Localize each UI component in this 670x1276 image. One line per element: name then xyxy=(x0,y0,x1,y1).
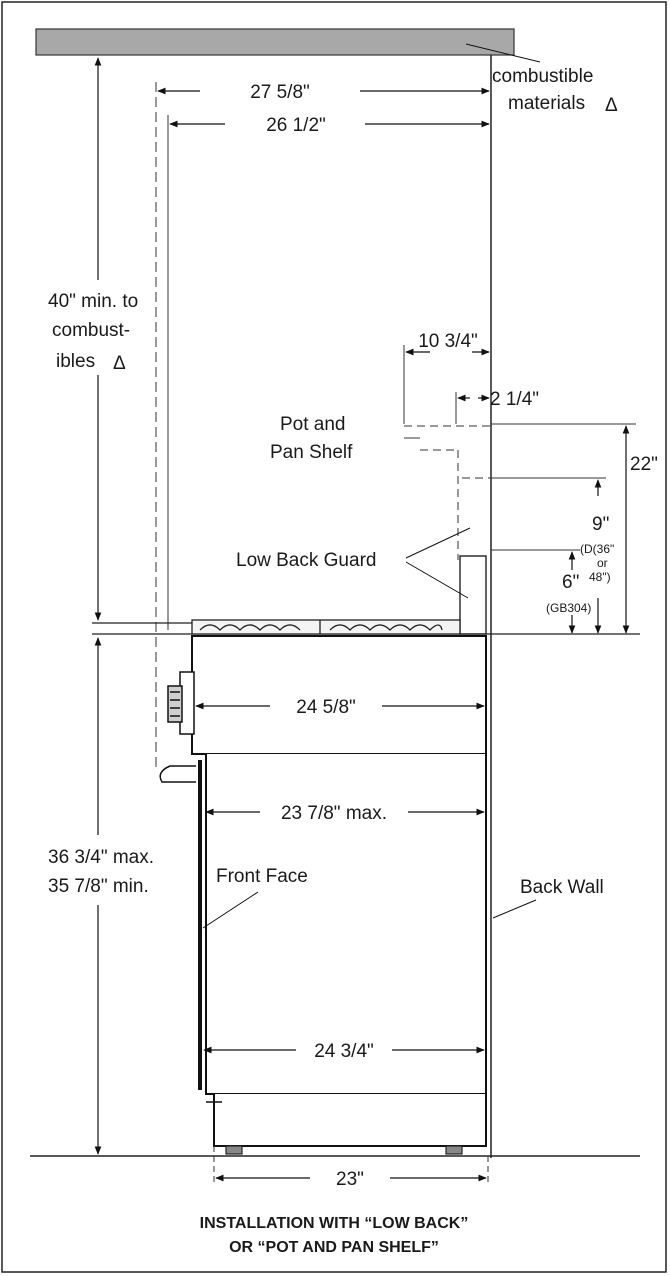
caption-line2: OR “POT AND PAN SHELF” xyxy=(229,1239,439,1256)
pot-pan-label-line1: Pot and xyxy=(280,414,346,435)
dim-10-3-4: 10 3/4" xyxy=(418,331,478,352)
low-back-guard-leader-1 xyxy=(405,527,471,559)
dim-2-1-4: 2 1/4" xyxy=(490,389,539,410)
range-base xyxy=(213,1094,487,1147)
dim-23-7-8: 23 7/8" max. xyxy=(281,803,387,824)
note-d-line3: 48") xyxy=(589,570,611,584)
dim-23: 23" xyxy=(336,1169,364,1190)
delta-symbol-2: Δ xyxy=(113,353,126,374)
min-combustibles-line3: ibles xyxy=(56,351,95,372)
range-feet xyxy=(225,1145,463,1155)
back-wall-leader xyxy=(492,899,537,919)
dim-9: 9" xyxy=(592,514,609,535)
low-back-guard-leader-2 xyxy=(405,561,469,599)
front-face-leader xyxy=(202,891,259,929)
caption-line1: INSTALLATION WITH “LOW BACK” xyxy=(200,1215,469,1232)
combustible-leader xyxy=(465,43,541,63)
min-combustibles-line2: combust- xyxy=(52,320,130,341)
height-min-label: 35 7/8" min. xyxy=(48,876,149,897)
low-back-guard-label: Low Back Guard xyxy=(236,550,376,571)
combustible-label-line2: materials xyxy=(508,93,585,114)
delta-symbol: Δ xyxy=(605,95,618,116)
low-back-guard xyxy=(459,555,487,635)
front-face-label: Front Face xyxy=(216,866,308,887)
note-d-line1: (D(36" xyxy=(580,542,614,556)
combustible-label-line1: combustible xyxy=(492,66,593,87)
control-knob xyxy=(167,671,195,735)
note-d-line2: or xyxy=(597,556,608,570)
pot-pan-label-line2: Pan Shelf xyxy=(270,442,353,463)
door-handle xyxy=(159,765,196,783)
min-combustibles-line1: 40" min. to xyxy=(48,291,138,312)
dim-26-1-2: 26 1/2" xyxy=(266,115,326,136)
height-max-label: 36 3/4" max. xyxy=(48,847,154,868)
dim-24-5-8: 24 5/8" xyxy=(296,697,356,718)
dim-24-3-4: 24 3/4" xyxy=(314,1041,374,1062)
burner-grates xyxy=(191,619,461,635)
back-wall-label: Back Wall xyxy=(520,877,604,898)
dim-6: 6" xyxy=(562,572,579,593)
dim-27-5-8: 27 5/8" xyxy=(250,82,310,103)
dim-22: 22" xyxy=(630,454,658,475)
note-gb: (GB304) xyxy=(546,601,591,615)
combustible-slab xyxy=(35,28,515,56)
range-body xyxy=(191,635,487,755)
